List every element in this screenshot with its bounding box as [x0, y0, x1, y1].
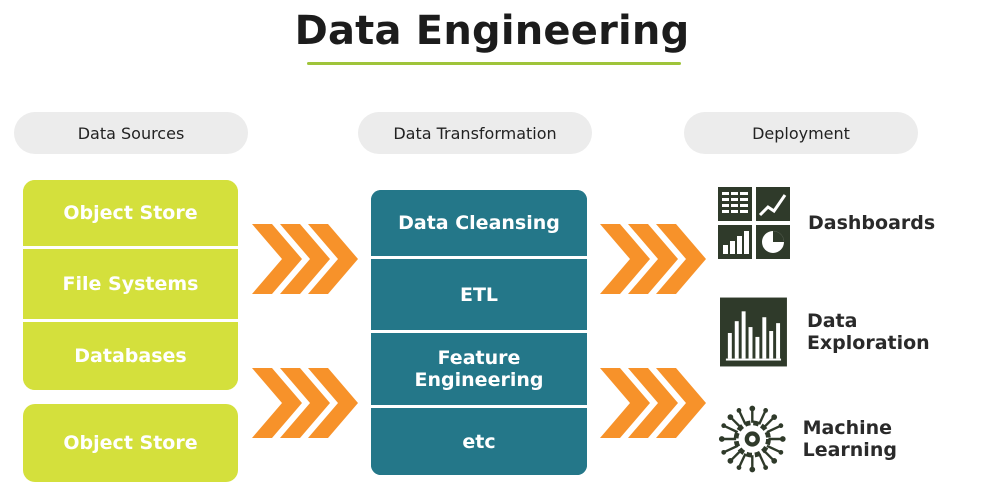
chevron-arrow-icon [252, 368, 358, 438]
transform-feature-engineering: Feature Engineering [371, 333, 587, 405]
divider [23, 246, 238, 249]
gear-brain-icon [718, 405, 786, 473]
divider [371, 256, 587, 259]
chevron-arrow-icon [252, 224, 358, 294]
transformation-stack: Data Cleansing ETL Feature Engineering e… [371, 190, 587, 475]
transform-data-cleansing: Data Cleansing [371, 190, 587, 256]
column-header-transformation: Data Transformation [358, 112, 592, 154]
deployment-machine-learning: Machine Learning [718, 402, 984, 476]
column-header-sources: Data Sources [14, 112, 248, 154]
source-object-store: Object Store [23, 180, 238, 246]
deployment-dashboards: Dashboards [718, 186, 935, 260]
data-exploration-label: Data Exploration [806, 310, 930, 354]
divider [371, 330, 587, 333]
dashboards-label: Dashboards [808, 212, 936, 234]
divider [23, 319, 238, 322]
title-underline [307, 62, 681, 65]
source-object-store-single: Object Store [23, 404, 238, 482]
transform-etl: ETL [371, 259, 587, 330]
transform-etc: etc [371, 408, 587, 475]
source-databases: Databases [23, 322, 238, 390]
machine-learning-label: Machine Learning [802, 417, 897, 461]
column-header-deployment: Deployment [684, 112, 918, 154]
divider [371, 405, 587, 408]
source-file-systems: File Systems [23, 249, 238, 319]
sources-group: Object Store File Systems Databases [23, 180, 238, 390]
bar-chart-icon [720, 297, 787, 367]
chevron-arrow-icon [600, 224, 706, 294]
page-title: Data Engineering [294, 8, 690, 54]
dashboard-icon [718, 187, 790, 259]
deployment-data-exploration: Data Exploration [720, 296, 984, 368]
chevron-arrow-icon [600, 368, 706, 438]
